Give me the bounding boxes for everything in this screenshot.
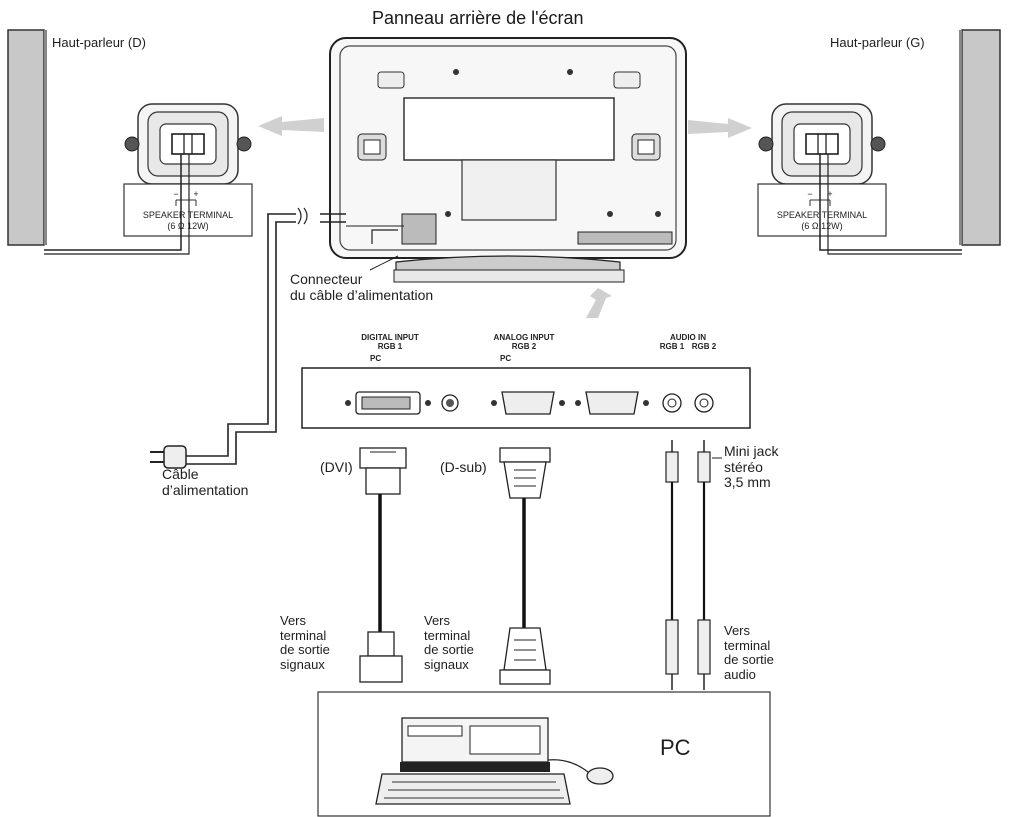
arrow-down-icon [586, 288, 612, 318]
dsub-port-rgb2-icon [491, 391, 565, 415]
pc-label: PC [660, 735, 691, 760]
keyboard-icon [375, 773, 571, 805]
mini-jack-line1: Mini jack [724, 443, 779, 459]
signal-output-dsub-line3: de sortie [424, 642, 474, 658]
signal-output-dvi-line3: de sortie [280, 642, 330, 658]
mini-jack-line3: 3,5 mm [724, 474, 771, 491]
desktop-pc-icon [400, 717, 550, 772]
audio-output-line3: de sortie [724, 652, 774, 668]
speaker-left-icon [959, 29, 1001, 246]
audio-jack-rgb1-icon [662, 393, 682, 413]
audio-output-line4: audio [724, 666, 756, 682]
dsub-label: (D-sub) [440, 459, 487, 475]
analog-input-title: ANALOG INPUT [494, 333, 555, 342]
arrow-right-icon [688, 118, 752, 138]
mini-jack-plug-top-icon [665, 440, 711, 483]
speaker-terminal-left-icon [757, 103, 887, 237]
audio-in-rgb2: RGB 2 [692, 342, 717, 351]
dvi-port-icon [345, 391, 459, 415]
dsub-port-extra-icon [575, 391, 649, 415]
signal-output-dsub-line2: terminal [424, 627, 471, 643]
polarity-minus-left: − [807, 189, 812, 199]
mini-jack-label: Mini jack stéréo 3,5 mm [724, 443, 779, 491]
arrow-left-icon [258, 116, 324, 136]
power-cable-line1: Câble [162, 466, 199, 482]
signal-output-dsub-line4: signaux [424, 656, 469, 672]
mouse-icon [547, 759, 614, 785]
mini-jack-line2: stéréo [724, 458, 763, 475]
audio-in-title: AUDIO IN [670, 333, 706, 342]
speaker-terminal-right-icon [123, 103, 253, 237]
monitor-rear-panel-icon [329, 37, 687, 283]
power-connector-line1: Connecteur [290, 271, 363, 287]
digital-input-title: DIGITAL INPUT [361, 333, 419, 342]
dsub-connector-bottom-icon [499, 627, 551, 685]
signal-output-dvi-line2: terminal [280, 627, 327, 643]
audio-output-line2: terminal [724, 637, 771, 653]
audio-jack-rgb2-icon [694, 393, 714, 413]
audio-in-rgb1: RGB 1 [660, 342, 685, 351]
power-plug-icon [150, 445, 187, 469]
mini-jack-plug-bottom-icon [665, 619, 711, 690]
power-cable-line2: d’alimentation [162, 481, 249, 498]
speaker-left-label: Haut-parleur (G) [830, 35, 925, 50]
signal-output-dvi-label: Vers terminal de sortie signaux [280, 613, 330, 672]
analog-input-pc: PC [500, 354, 511, 363]
polarity-minus-right: − [173, 189, 178, 199]
dsub-connector-top-icon [499, 447, 551, 499]
polarity-plus-left: + [827, 189, 832, 199]
audio-output-line1: Vers [724, 623, 751, 638]
digital-input-pc: PC [370, 354, 381, 363]
speaker-terminal-label-left: SPEAKER TERMINAL [777, 210, 867, 220]
signal-output-dvi-line4: signaux [280, 656, 325, 672]
dvi-connector-bottom-icon [359, 631, 403, 683]
speaker-right-label: Haut-parleur (D) [52, 35, 146, 50]
speaker-terminal-spec-right: (6 Ω 12W) [167, 221, 208, 231]
diagram-title: Panneau arrière de l'écran [372, 8, 584, 28]
dvi-label: (DVI) [320, 459, 353, 475]
audio-output-label: Vers terminal de sortie audio [724, 623, 774, 682]
signal-output-dsub-line1: Vers [424, 613, 451, 628]
analog-input-rgb: RGB 2 [512, 342, 537, 351]
speaker-right-icon [7, 29, 47, 246]
power-cable-label: Câble d’alimentation [162, 466, 249, 498]
digital-input-rgb: RGB 1 [378, 342, 403, 351]
power-connector-label: Connecteur du câble d’alimentation [290, 271, 434, 303]
power-connector-line2: du câble d’alimentation [290, 286, 434, 303]
signal-output-dvi-line1: Vers [280, 613, 307, 628]
signal-output-dsub-label: Vers terminal de sortie signaux [424, 613, 474, 672]
speaker-terminal-label-right: SPEAKER TERMINAL [143, 210, 233, 220]
dvi-connector-top-icon [359, 447, 407, 495]
polarity-plus-right: + [193, 189, 198, 199]
speaker-terminal-spec-left: (6 Ω 12W) [801, 221, 842, 231]
